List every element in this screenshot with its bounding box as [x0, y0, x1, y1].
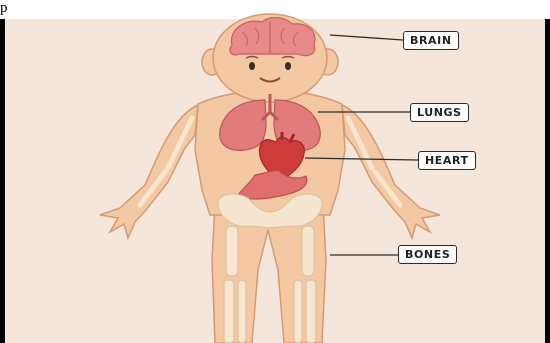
label-bones: BONES [398, 245, 457, 264]
label-lungs: LUNGS [410, 103, 469, 122]
header-text: p [0, 0, 8, 17]
left-eye [249, 62, 255, 70]
right-eye [285, 62, 291, 70]
label-brain: BRAIN [403, 31, 459, 50]
label-heart: HEART [418, 151, 476, 170]
